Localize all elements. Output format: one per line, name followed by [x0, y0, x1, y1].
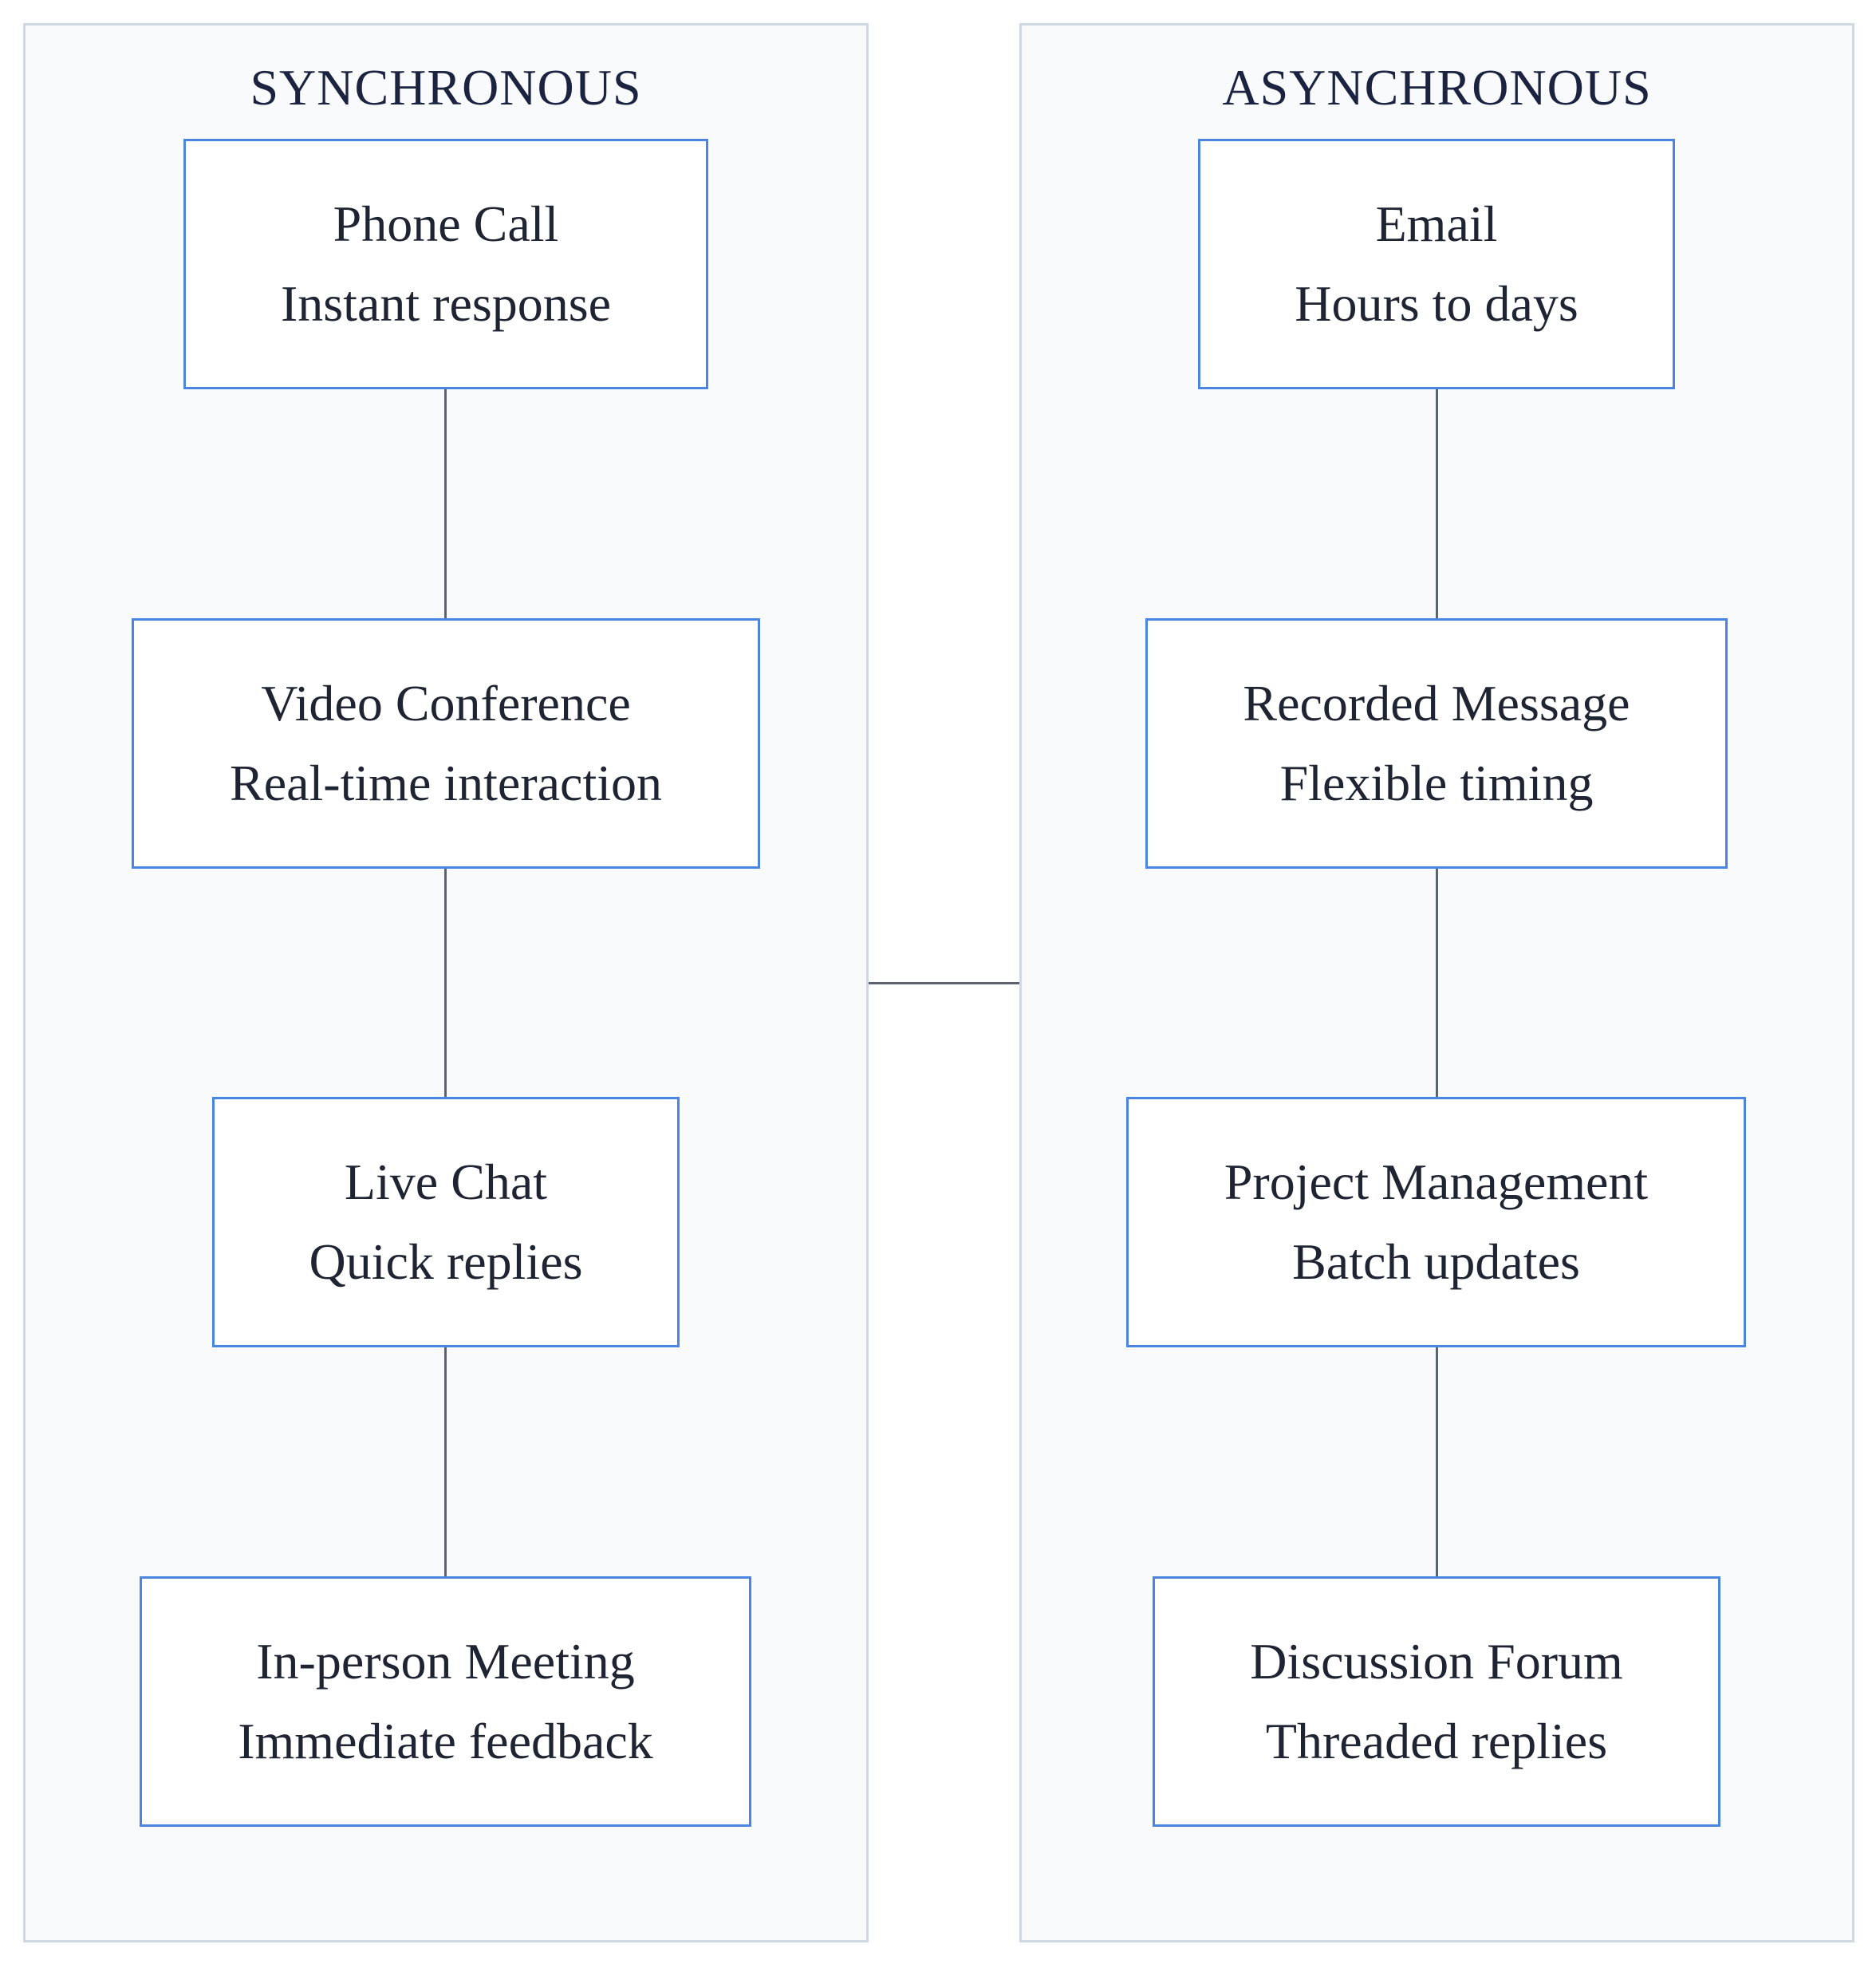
node-description: Instant response [280, 275, 612, 332]
node-label: Phone Call [333, 195, 559, 252]
sync-connector-1 [444, 388, 447, 620]
node-label: Email [1375, 195, 1498, 252]
node-email: Email Hours to days [1198, 139, 1675, 389]
node-description: Quick replies [309, 1233, 583, 1290]
node-label: Project Management [1224, 1154, 1649, 1210]
node-label: Live Chat [344, 1154, 548, 1210]
node-video-conference: Video Conference Real-time interaction [132, 618, 760, 869]
node-description: Immediate feedback [238, 1713, 653, 1769]
node-recorded-message: Recorded Message Flexible timing [1145, 618, 1728, 869]
sync-connector-3 [444, 1347, 447, 1578]
node-label: Video Conference [261, 675, 631, 732]
node-description: Hours to days [1295, 275, 1578, 332]
node-phone-call: Phone Call Instant response [183, 139, 708, 389]
node-description: Flexible timing [1279, 755, 1594, 811]
async-connector-1 [1436, 388, 1438, 620]
node-description: Real-time interaction [230, 755, 662, 811]
node-project-management: Project Management Batch updates [1126, 1097, 1746, 1347]
asynchronous-title: ASYNCHRONOUS [1222, 59, 1652, 116]
panel-connector [869, 982, 1019, 984]
node-label: In-person Meeting [256, 1633, 635, 1690]
node-discussion-forum: Discussion Forum Threaded replies [1153, 1576, 1720, 1827]
synchronous-title: SYNCHRONOUS [250, 59, 642, 116]
node-description: Batch updates [1292, 1233, 1580, 1290]
node-in-person-meeting: In-person Meeting Immediate feedback [140, 1576, 751, 1827]
async-connector-3 [1436, 1347, 1438, 1578]
node-description: Threaded replies [1265, 1713, 1608, 1769]
node-label: Discussion Forum [1250, 1633, 1623, 1690]
sync-connector-2 [444, 867, 447, 1098]
node-label: Recorded Message [1243, 675, 1630, 732]
async-connector-2 [1436, 867, 1438, 1098]
node-live-chat: Live Chat Quick replies [212, 1097, 680, 1347]
